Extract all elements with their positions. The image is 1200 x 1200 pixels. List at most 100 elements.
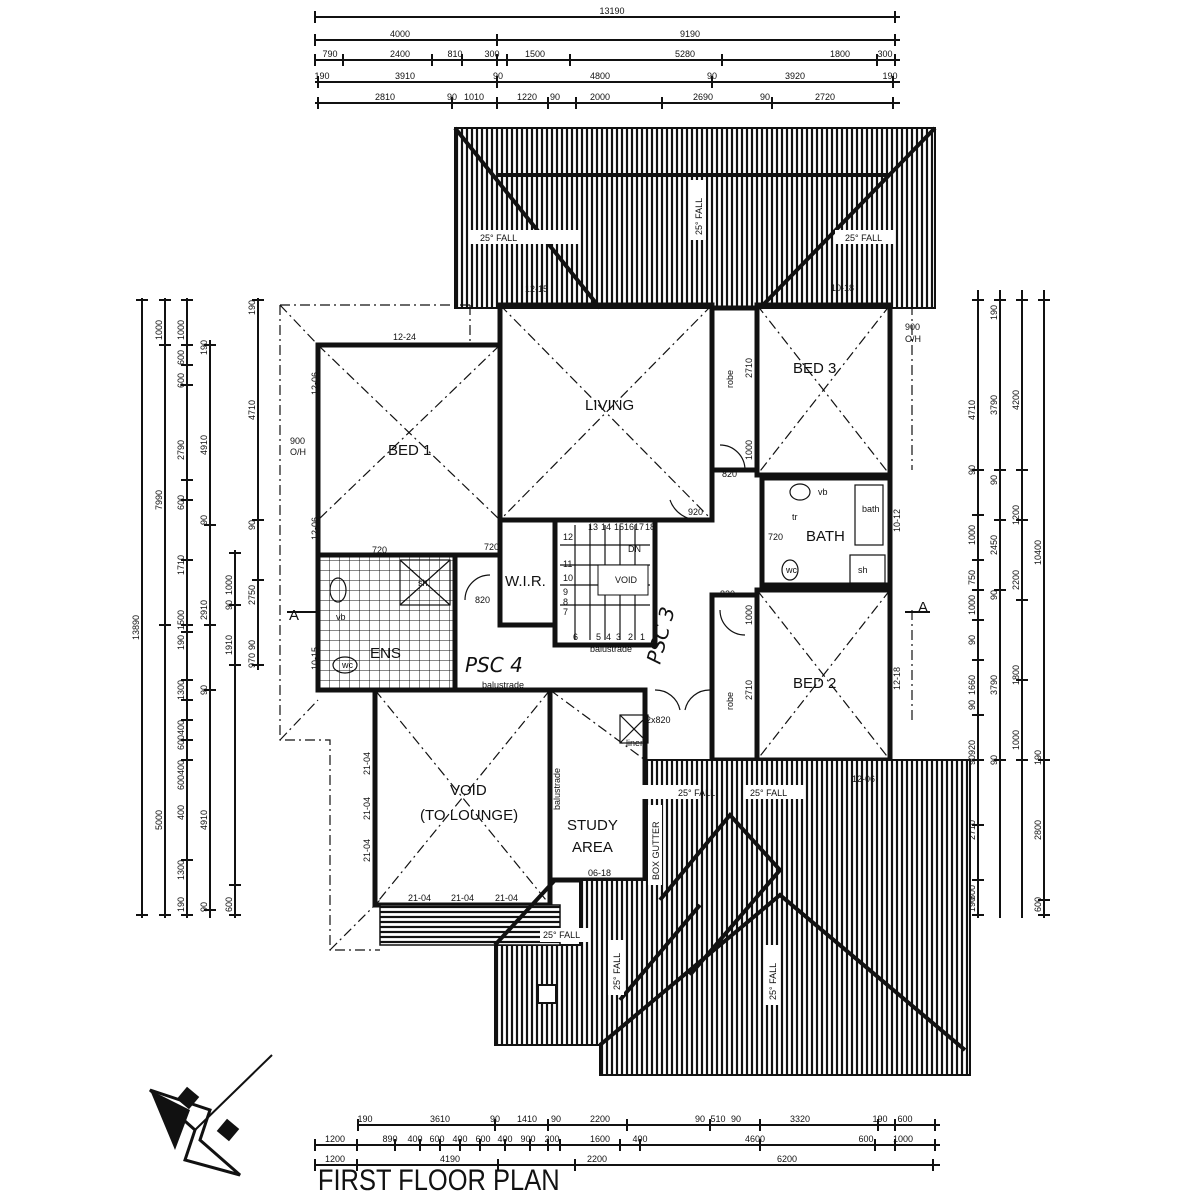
window-size-label: 10-12 [892, 509, 902, 532]
roof-fall-label: 25° FALL [612, 953, 622, 990]
dimension-value: 900 [520, 1134, 535, 1144]
dimension-value: 1200 [1011, 505, 1021, 525]
dimension-value: 190 [176, 635, 186, 650]
dimension-value: 2200 [1011, 570, 1021, 590]
dimension-value: 7990 [154, 490, 164, 510]
dimension-value: 400 [497, 1134, 512, 1144]
dimension-value: 2450 [989, 535, 999, 555]
window-size-label: 21-04 [362, 839, 372, 862]
dimension-value: 90 [967, 700, 977, 710]
dimension-value: 600 [967, 885, 977, 900]
roof-fall-label: 25° FALL [845, 233, 882, 243]
dimension-value: 1200 [325, 1134, 345, 1144]
dimension-value: 2200 [590, 1114, 610, 1124]
dimension-value: 4200 [1011, 390, 1021, 410]
dimension-value: 90 [989, 590, 999, 600]
dimension-value: 3320 [790, 1114, 810, 1124]
stair-step-number: 17 [634, 522, 644, 532]
walls [315, 302, 893, 908]
dimension-value: 90 [707, 71, 717, 81]
stair-step-number: 13 [588, 522, 598, 532]
dimension-value: 1660 [967, 675, 977, 695]
section-marker-a: A [289, 607, 299, 624]
stair-step-number: 4 [606, 632, 611, 642]
dimension-value: 300 [484, 49, 499, 59]
robe-label: robe [725, 692, 735, 710]
room-bed-2: BED 2 [793, 675, 836, 692]
room-bed-1: BED 1 [388, 442, 431, 459]
window-size-label: 21-04 [495, 893, 518, 903]
dimension-value: 3790 [989, 675, 999, 695]
stair-step-number: 16 [624, 522, 634, 532]
dimension-value: 4710 [967, 400, 977, 420]
towel-rail-label: tr [792, 512, 798, 522]
dimension-value: 600 [176, 373, 186, 388]
section-marker-a: A [918, 599, 928, 616]
dimension-value: 1000 [176, 320, 186, 340]
dimension-value: 4000 [390, 29, 410, 39]
door-size-label: 720 [484, 542, 499, 552]
dimension-value: 190 [176, 897, 186, 912]
dimension-value: 2200 [587, 1154, 607, 1164]
dimension-value: 1500 [176, 610, 186, 630]
dimension-value: 13890 [131, 615, 141, 640]
dimension-value: 190 [882, 71, 897, 81]
dimension-value: 190 [247, 300, 257, 315]
dimension-value: 1000 [224, 575, 234, 595]
dimension-value: 400 [176, 805, 186, 820]
stair-step-number: 1 [640, 632, 645, 642]
stair-step-number: 11 [563, 559, 572, 569]
dimension-value: 1000 [1011, 730, 1021, 750]
dimension-value: 90 [989, 475, 999, 485]
dimension-value: 2810 [375, 92, 395, 102]
dimension-value: 1910 [224, 635, 234, 655]
window-size-label: 12-06 [852, 774, 875, 784]
dimension-value: 2910 [199, 600, 209, 620]
room-ensuite: ENS [370, 645, 401, 662]
wc-label: wc [785, 565, 797, 575]
window-size-label: 21-04 [408, 893, 431, 903]
overhang-label: 900 [290, 436, 305, 446]
dimension-value: 400 [632, 1134, 647, 1144]
dimension-value: 90 [224, 600, 234, 610]
handwritten-psc-3: PSC 3 [642, 604, 680, 666]
dimension-value: 90 [199, 685, 209, 695]
dimension-value: 90 [447, 92, 457, 102]
dimension-value: 6200 [777, 1154, 797, 1164]
dimension-value: 90 [967, 635, 977, 645]
room-bed-3: BED 3 [793, 360, 836, 377]
dimension-value: 2400 [390, 49, 410, 59]
stair-void-label: VOID [615, 575, 638, 585]
north-arrow-icon [149, 1054, 273, 1177]
window-size-label: 12-18 [892, 667, 902, 690]
stair-step-number: 10 [563, 573, 573, 583]
dimension-value: 200 [544, 1134, 559, 1144]
stair-step-number: 18 [645, 522, 655, 532]
dimension-value: 190 [314, 71, 329, 81]
dimension-value: 600 [176, 775, 186, 790]
dimension-value: 1000 [893, 1134, 913, 1144]
overhang-oh-label: O/H [905, 334, 921, 344]
box-gutter-label: BOX GUTTER [651, 821, 661, 880]
room-void: VOID [450, 782, 487, 799]
roof-fall-label: 25° FALL [768, 963, 778, 1000]
stair-step-number: 15 [614, 522, 624, 532]
dimension-value: 1410 [517, 1114, 537, 1124]
window-size-label: 12-15 [525, 284, 548, 294]
dimension-value: 2690 [693, 92, 713, 102]
room-study-area: AREA [572, 839, 613, 856]
window-size-label: 06-18 [588, 868, 611, 878]
dimension-value: 3790 [989, 395, 999, 415]
dimension-value: 90 [760, 92, 770, 102]
shower-label: sh [858, 565, 868, 575]
dimension-value: 400 [452, 1134, 467, 1144]
drawing-title: FIRST FLOOR PLAN [318, 1163, 560, 1196]
handwritten-psc-4: PSC 4 [465, 653, 523, 677]
dimension-value: 510 [710, 1114, 725, 1124]
vanity-label: vb [336, 612, 346, 622]
dimension-value: 90 [199, 515, 209, 525]
dimension-value: 790 [322, 49, 337, 59]
